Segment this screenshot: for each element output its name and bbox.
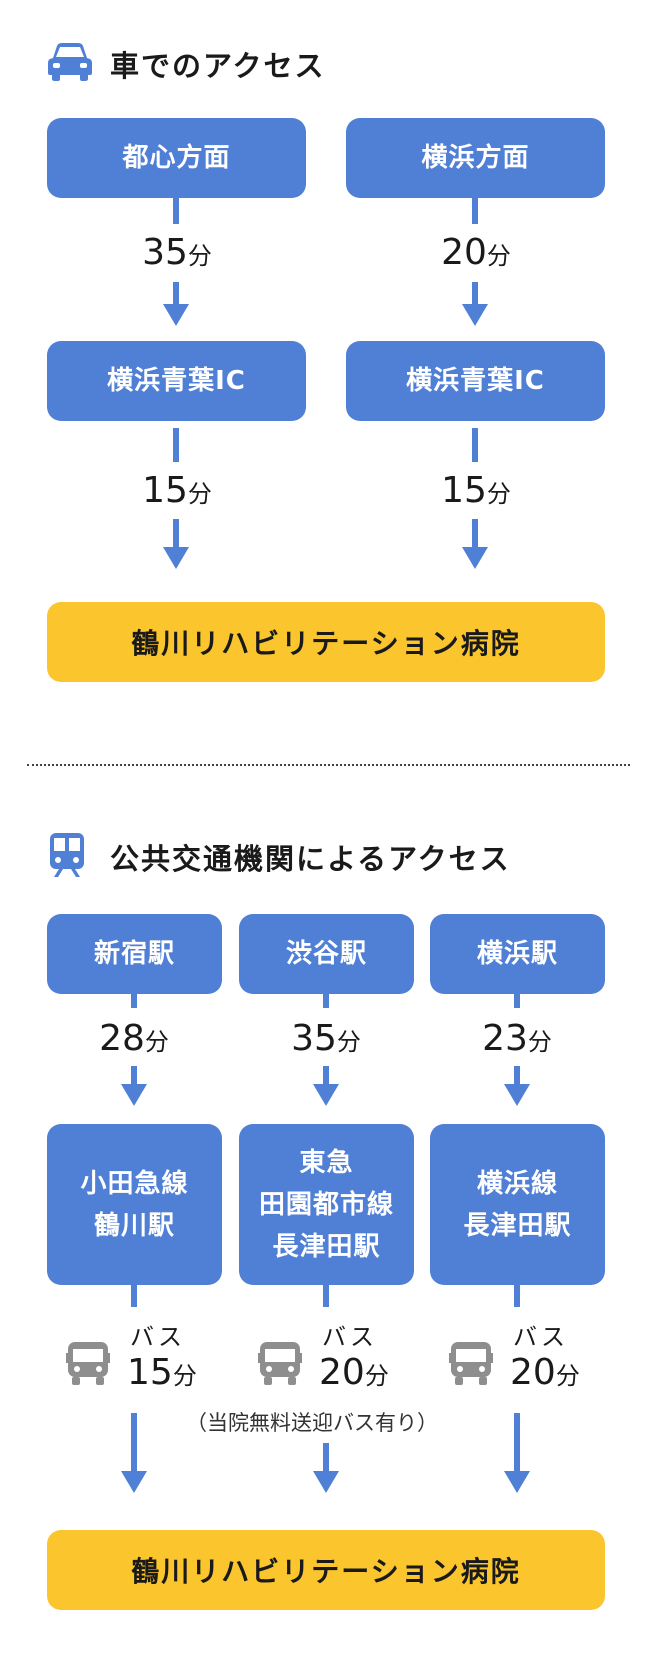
car-section-title: 車でのアクセス (110, 49, 326, 83)
arrow-down-icon (313, 1471, 339, 1493)
connector-line (514, 1413, 520, 1473)
connector-line (472, 198, 478, 224)
origin-box-yokohama: 横浜方面 (346, 118, 605, 198)
arrow-down-icon (163, 547, 189, 569)
origin-box-tokyo: 都心方面 (47, 118, 306, 198)
arrow-down-icon (504, 1084, 530, 1106)
line-name: 東急 (299, 1147, 354, 1178)
line-name: 小田急線 (80, 1168, 189, 1199)
connector-line (131, 1066, 137, 1086)
station-name: 長津田駅 (463, 1210, 572, 1241)
line-name: 横浜線 (476, 1168, 558, 1199)
connector-line (131, 1285, 137, 1307)
via-box-yokohama-line: 横浜線 長津田駅 (430, 1124, 605, 1285)
connector-line (131, 1413, 137, 1473)
connector-line (323, 1443, 329, 1473)
arrow-down-icon (163, 304, 189, 326)
via-box-tokyu: 東急 田園都市線 長津田駅 (239, 1124, 414, 1285)
origin-box-shinjuku: 新宿駅 (47, 914, 222, 994)
connector-line (514, 1285, 520, 1307)
travel-time: 28分 (99, 1018, 169, 1059)
connector-line (514, 1066, 520, 1086)
connector-line (173, 198, 179, 224)
connector-line (173, 428, 179, 462)
bus-icon (449, 1340, 493, 1386)
bus-time: 20分 (319, 1352, 389, 1393)
arrow-down-icon (313, 1084, 339, 1106)
connector-line (323, 1066, 329, 1086)
connector-line (323, 1285, 329, 1307)
connector-line (131, 994, 137, 1008)
travel-time: 15分 (142, 470, 212, 511)
line-name: 田園都市線 (258, 1189, 394, 1220)
travel-time: 15分 (441, 470, 511, 511)
train-icon (48, 832, 86, 878)
connector-line (173, 282, 179, 306)
connector-line (472, 519, 478, 549)
origin-box-yokohama-station: 横浜駅 (430, 914, 605, 994)
travel-time: 20分 (441, 232, 511, 273)
transit-section-title: 公共交通機関によるアクセス (110, 842, 511, 876)
arrow-down-icon (121, 1084, 147, 1106)
bus-time: 15分 (127, 1352, 197, 1393)
destination-hospital: 鶴川リハビリテーション病院 (47, 602, 605, 682)
connector-line (472, 428, 478, 462)
travel-time: 35分 (291, 1018, 361, 1059)
travel-time: 35分 (142, 232, 212, 273)
bus-icon (258, 1340, 302, 1386)
connector-line (323, 994, 329, 1008)
bus-label: バス (130, 1323, 186, 1351)
via-box-ic: 横浜青葉IC (346, 341, 605, 421)
destination-hospital: 鶴川リハビリテーション病院 (47, 1530, 605, 1610)
travel-time: 23分 (482, 1018, 552, 1059)
station-name: 長津田駅 (272, 1231, 381, 1262)
via-box-odakyu: 小田急線 鶴川駅 (47, 1124, 222, 1285)
arrow-down-icon (462, 547, 488, 569)
car-icon (48, 42, 92, 82)
shuttle-bus-note: （当院無料送迎バス有り） (186, 1411, 438, 1435)
bus-time: 20分 (510, 1352, 580, 1393)
arrow-down-icon (121, 1471, 147, 1493)
via-box-ic: 横浜青葉IC (47, 341, 306, 421)
connector-line (514, 994, 520, 1008)
bus-icon (66, 1340, 110, 1386)
origin-box-shibuya: 渋谷駅 (239, 914, 414, 994)
bus-label: バス (513, 1323, 569, 1351)
arrow-down-icon (462, 304, 488, 326)
connector-line (472, 282, 478, 306)
section-divider (27, 764, 630, 766)
bus-label: バス (322, 1323, 378, 1351)
station-name: 鶴川駅 (93, 1210, 175, 1241)
arrow-down-icon (504, 1471, 530, 1493)
connector-line (173, 519, 179, 549)
